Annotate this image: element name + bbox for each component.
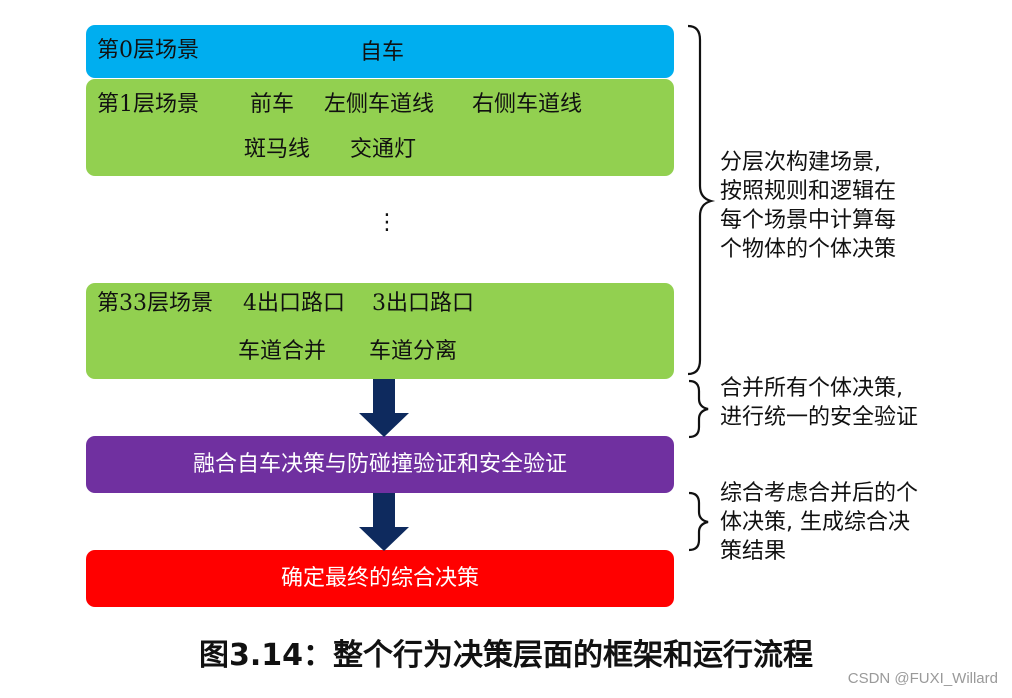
brace-2 — [688, 379, 709, 439]
layer1-item-crosswalk: 斑马线 — [244, 137, 311, 162]
layer33-box: 第33层场景 4出口路口 3出口路口 车道合并 车道分离 — [86, 283, 674, 379]
note-1-line: 按照规则和逻辑在 — [720, 179, 897, 204]
note-1-line: 每个场景中计算每 — [720, 208, 897, 233]
brace-1 — [687, 24, 716, 376]
layer33-item-3-exit: 3出口路口 — [372, 291, 474, 316]
layer0-item-ego-car: 自车 — [360, 40, 405, 65]
note-2-line: 合并所有个体决策, — [720, 376, 903, 401]
note-final-decision: 综合考虑合并后的个 体决策, 生成综合决 策结果 — [720, 479, 950, 566]
layer1-label: 第1层场景 — [97, 92, 199, 117]
note-3-line: 综合考虑合并后的个 — [720, 481, 919, 506]
layer1-item-right-lane: 右侧车道线 — [472, 92, 583, 117]
note-1-line: 分层次构建场景, — [720, 150, 881, 175]
layer0-label: 第0层场景 — [97, 38, 199, 63]
note-2-line: 进行统一的安全验证 — [720, 405, 919, 430]
note-3-line: 策结果 — [720, 539, 787, 564]
final-box-label: 确定最终的综合决策 — [280, 566, 479, 591]
layer33-label: 第33层场景 — [97, 291, 213, 316]
layer1-item-front-car: 前车 — [250, 92, 295, 117]
layers-ellipsis: ⋮ — [376, 210, 398, 235]
figure-caption: 图3.14：整个行为决策层面的框架和运行流程 — [198, 638, 814, 673]
fusion-box-label: 融合自车决策与防碰撞验证和安全验证 — [192, 452, 567, 477]
down-arrow-1 — [359, 379, 409, 437]
note-layered-scenes: 分层次构建场景, 按照规则和逻辑在 每个场景中计算每 个物体的个体决策 — [720, 148, 950, 264]
note-merge-decisions: 合并所有个体决策, 进行统一的安全验证 — [720, 374, 950, 432]
note-1-line: 个物体的个体决策 — [720, 237, 897, 262]
layer1-item-left-lane: 左侧车道线 — [324, 92, 435, 117]
layer33-item-lane-merge: 车道合并 — [238, 339, 327, 364]
down-arrow-2 — [359, 493, 409, 551]
watermark: CSDN @FUXI_Willard — [847, 670, 998, 687]
layer0-box: 第0层场景 自车 — [86, 25, 674, 78]
brace-3 — [688, 491, 709, 552]
layer1-item-traffic-light: 交通灯 — [350, 137, 417, 162]
layer33-item-lane-split: 车道分离 — [369, 339, 458, 364]
note-3-line: 体决策, 生成综合决 — [720, 510, 910, 535]
layer33-item-4-exit: 4出口路口 — [243, 291, 345, 316]
layer1-box: 第1层场景 前车 左侧车道线 右侧车道线 斑马线 交通灯 — [86, 79, 674, 176]
final-box: 确定最终的综合决策 — [86, 550, 674, 607]
fusion-box: 融合自车决策与防碰撞验证和安全验证 — [86, 436, 674, 493]
